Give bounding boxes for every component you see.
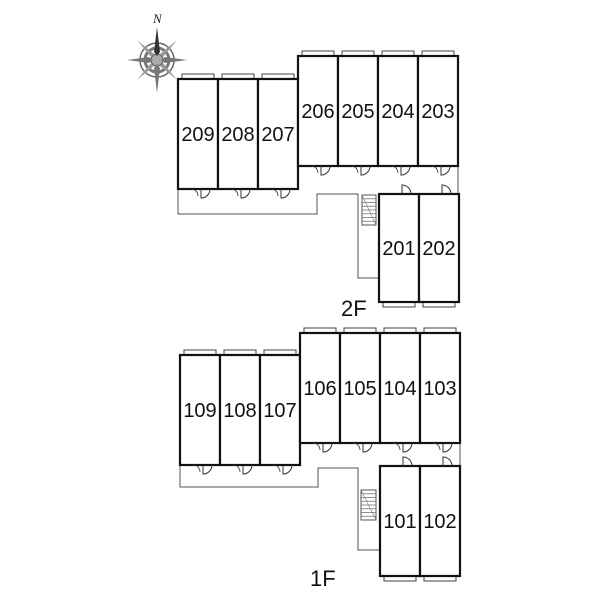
unit-206: 206 [296, 50, 340, 176]
door-swing [440, 165, 451, 176]
compass-rose-icon [127, 27, 187, 93]
door-swing [442, 456, 453, 467]
door-swing [320, 165, 331, 176]
room-number: 106 [303, 378, 336, 400]
north-label: N [152, 11, 163, 26]
unit-101: 101 [378, 456, 422, 582]
room-number: 205 [341, 101, 374, 123]
room-number: 104 [383, 378, 416, 400]
room-outline [256, 77, 300, 191]
unit-104: 104 [378, 327, 422, 453]
floor-label-2f: 2F [341, 296, 367, 321]
room-number: 107 [263, 400, 296, 422]
room-outline [418, 464, 462, 578]
room-outline [178, 353, 222, 467]
unit-102: 102 [418, 456, 462, 582]
door-swing [402, 442, 413, 453]
room-outline [378, 464, 422, 578]
unit-105: 105 [338, 327, 382, 453]
stairs [361, 194, 377, 226]
door-swing [360, 165, 371, 176]
door-swing [322, 442, 333, 453]
door-swing [200, 188, 211, 199]
room-number: 105 [343, 378, 376, 400]
unit-203: 203 [416, 50, 460, 176]
floor-1f: 109 108 107 106 105 104 103 101 102 [178, 327, 462, 582]
door-swing [400, 165, 411, 176]
door-swing [242, 464, 253, 475]
unit-106: 106 [298, 327, 342, 453]
door-swing [240, 188, 251, 199]
door-swing [442, 442, 453, 453]
room-outline [336, 54, 380, 168]
room-number: 207 [261, 124, 294, 146]
room-outline [378, 331, 422, 445]
unit-209: 209 [176, 73, 220, 199]
unit-205: 205 [336, 50, 380, 176]
room-outline [218, 353, 262, 467]
room-outline [296, 54, 340, 168]
room-outline [298, 331, 342, 445]
room-number: 204 [381, 101, 414, 123]
door-swing [402, 456, 413, 467]
door-swing [362, 442, 373, 453]
unit-204: 204 [376, 50, 420, 176]
room-number: 109 [183, 400, 216, 422]
room-outline [417, 192, 461, 304]
room-number: 209 [181, 124, 214, 146]
room-number: 203 [421, 101, 454, 123]
door-swing [202, 464, 213, 475]
room-outline [418, 331, 462, 445]
unit-108: 108 [218, 349, 262, 475]
room-number: 201 [382, 238, 415, 260]
room-number: 102 [423, 511, 456, 533]
room-outline [176, 77, 220, 191]
unit-208: 208 [216, 73, 260, 199]
unit-103: 103 [418, 327, 462, 453]
floor-2f: 209 208 207 206 205 204 203 201 202 [176, 50, 461, 308]
room-outline [338, 331, 382, 445]
room-number: 103 [423, 378, 456, 400]
floor-label-1f: 1F [310, 566, 336, 591]
room-outline [216, 77, 260, 191]
door-swing [401, 184, 412, 195]
stairs [360, 489, 377, 521]
room-number: 101 [383, 511, 416, 533]
room-outline [416, 54, 460, 168]
unit-107: 107 [258, 349, 302, 475]
room-number: 208 [221, 124, 254, 146]
room-number: 206 [301, 101, 334, 123]
unit-201: 201 [377, 184, 421, 308]
room-number: 108 [223, 400, 256, 422]
door-swing [441, 184, 452, 195]
room-number: 202 [422, 238, 455, 260]
door-swing [282, 464, 293, 475]
unit-207: 207 [256, 73, 300, 199]
door-swing [280, 188, 291, 199]
unit-202: 202 [417, 184, 461, 308]
unit-109: 109 [178, 349, 222, 475]
